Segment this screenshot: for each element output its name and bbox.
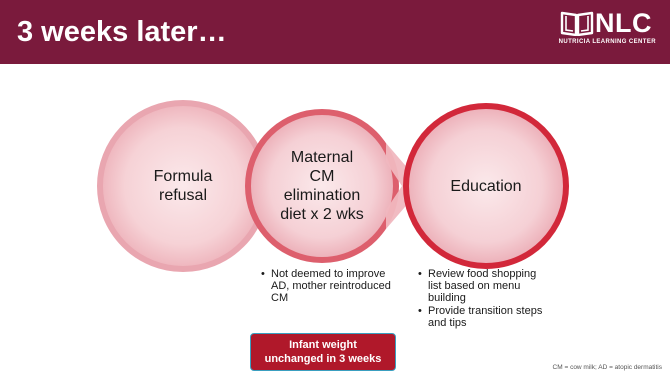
step-label-elimination-diet: Maternal CM elimination diet x 2 wks [262,146,382,226]
open-book-icon [560,11,594,36]
step-label-line: elimination [283,187,361,204]
callout-line: unchanged in 3 weeks [264,353,382,365]
weight-callout-box: Infant weight unchanged in 3 weeks [250,333,396,371]
list-item: Not deemed to improve AD, mother reintro… [261,268,393,304]
step-label-line: CM [309,168,335,185]
slide-title: 3 weeks later… [17,16,227,48]
nlc-logo: NLC NUTRICIA LEARNING CENTER [556,8,656,52]
step-label-line: Education [450,177,522,195]
notes-education: Review food shopping list based on menu … [418,268,548,330]
step-label-line: diet x 2 wks [280,206,364,223]
logo-subtitle: NUTRICIA LEARNING CENTER [558,39,656,45]
abbreviation-footnote: CM = cow milk; AD = atopic dermatitis [552,364,662,371]
step-label-line: Formula [153,168,213,185]
step-label-education: Education [426,174,546,198]
step-circle-education [403,103,569,269]
logo-wordmark: NLC [595,8,652,38]
step-circle-elimination-diet [245,109,399,263]
callout-line: Infant weight [289,339,357,351]
list-item: Review food shopping list based on menu … [418,268,548,304]
title-bar: 3 weeks later… NLC NUTRICIA LEARNING CEN… [0,0,670,64]
notes-elimination-diet: Not deemed to improve AD, mother reintro… [261,268,393,305]
list-item: Provide transition steps and tips [418,305,548,329]
step-label-line: refusal [158,187,208,204]
step-label-line: Maternal [290,149,354,166]
step-label-formula-refusal: Formula refusal [130,160,236,212]
